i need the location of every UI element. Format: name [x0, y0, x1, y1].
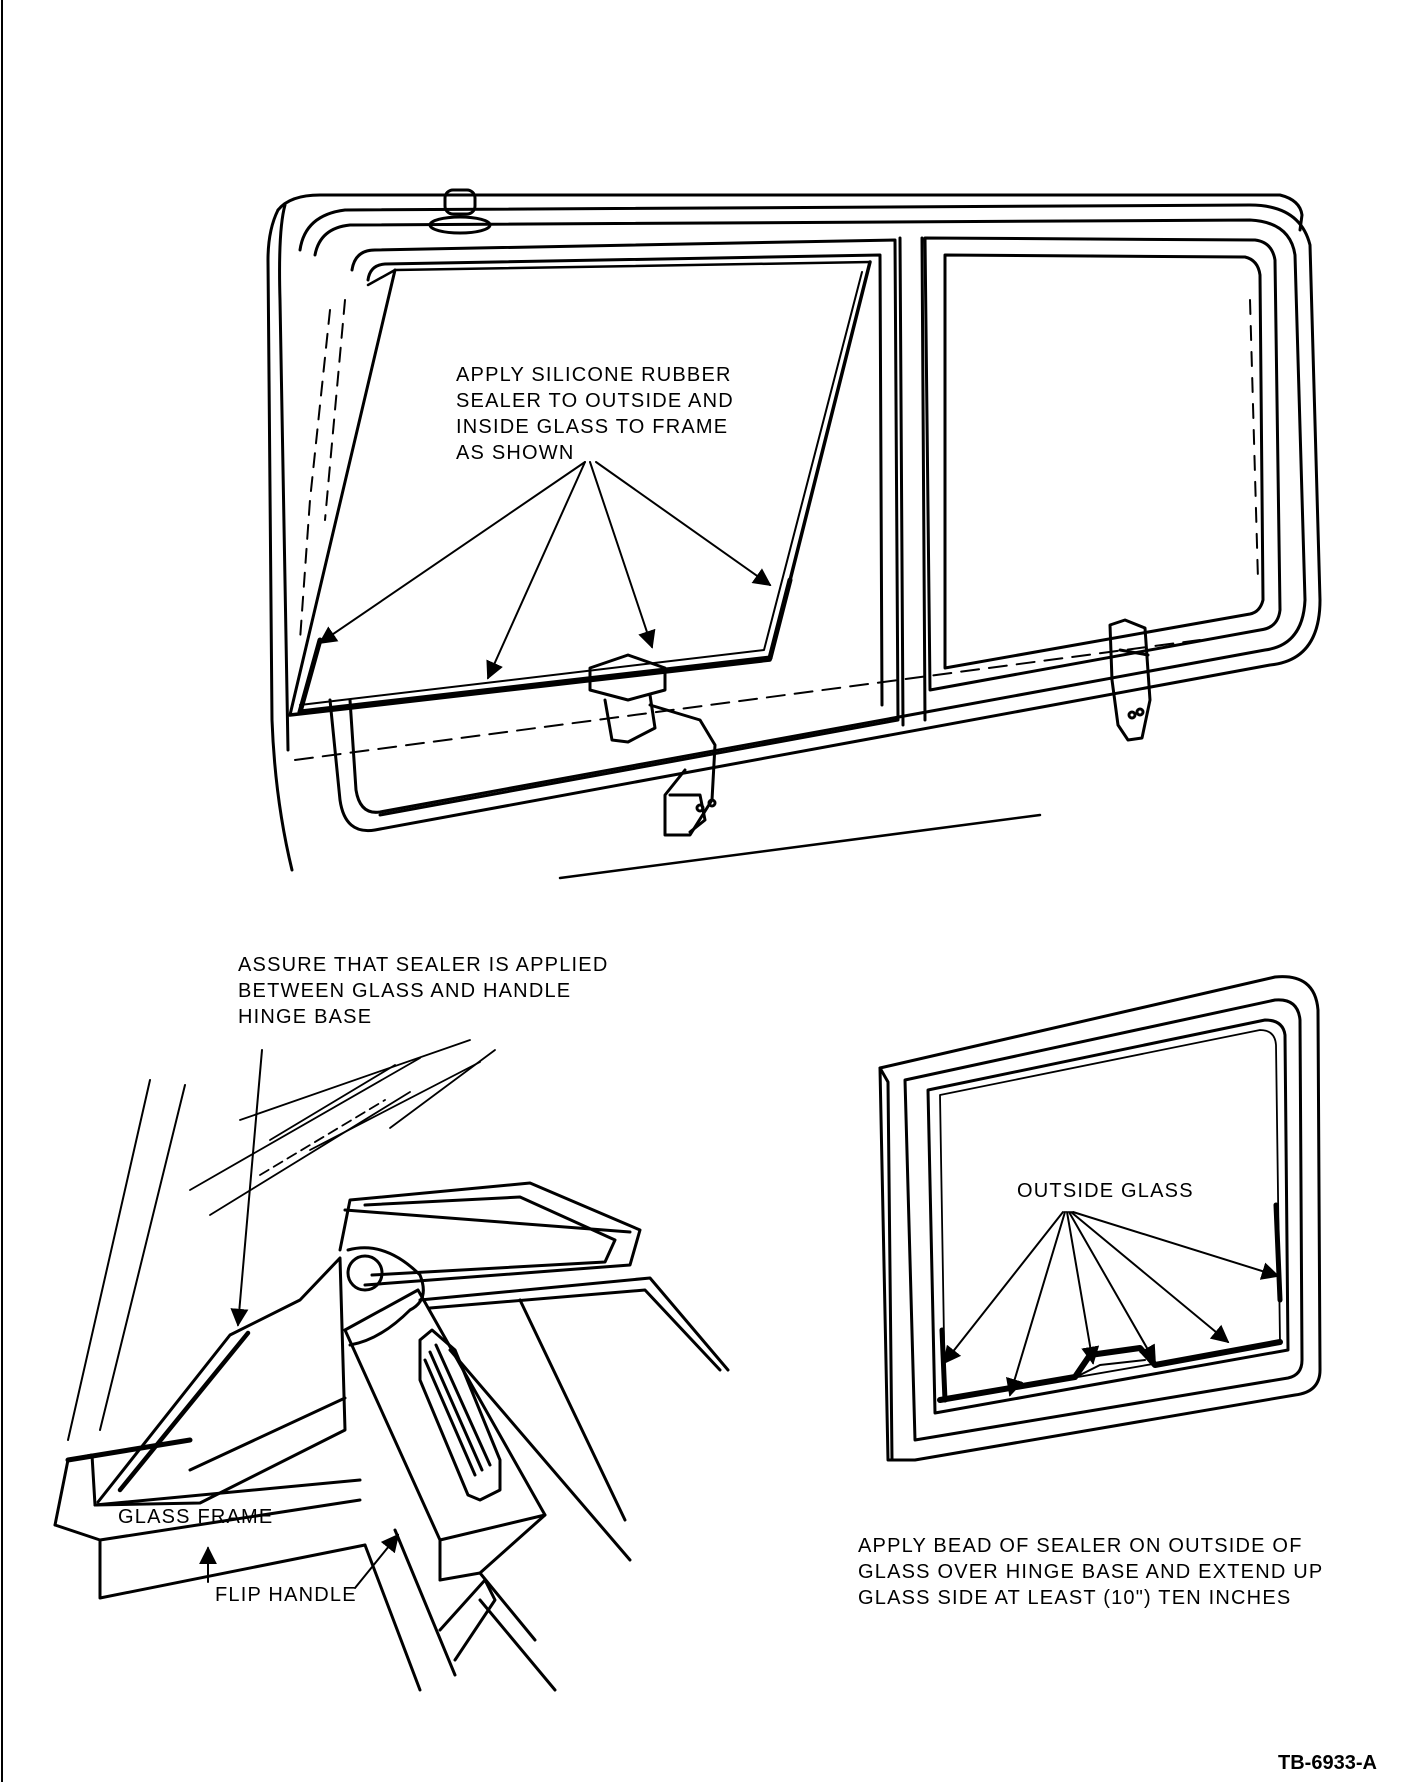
- flip-handle-label: FLIP HANDLE: [215, 1584, 357, 1606]
- assure-sealer-callout: ASSURE THAT SEALER IS APPLIED BETWEEN GL…: [238, 952, 608, 1030]
- outside-glass-label: OUTSIDE GLASS: [1017, 1180, 1194, 1202]
- assure-sealer-line-2: BETWEEN GLASS AND HANDLE: [238, 980, 572, 1002]
- figure-id: TB-6933-A: [1278, 1752, 1377, 1774]
- right-latch-hinge: [1108, 618, 1152, 742]
- bead-of-sealer-callout: APPLY BEAD OF SEALER ON OUTSIDE OF GLASS…: [858, 1533, 1323, 1611]
- assure-sealer-line-1: ASSURE THAT SEALER IS APPLIED: [238, 954, 609, 976]
- silicone-sealer-line-2: SEALER TO OUTSIDE AND: [456, 390, 734, 412]
- silicone-sealer-arrows: [318, 461, 772, 680]
- hinge-detail: [53, 1039, 730, 1692]
- silicone-sealer-line-1: APPLY SILICONE RUBBER: [456, 364, 732, 386]
- bead-of-sealer-line-3: GLASS SIDE AT LEAST (10") TEN INCHES: [858, 1587, 1292, 1609]
- outside-glass-detail: [878, 975, 1322, 1462]
- glass-frame-label: GLASS FRAME: [118, 1506, 274, 1528]
- bead-of-sealer-line-2: GLASS OVER HINGE BASE AND EXTEND UP: [858, 1561, 1324, 1583]
- rear-window-assembly: [266, 188, 1322, 880]
- silicone-sealer-line-3: INSIDE GLASS TO FRAME: [456, 416, 729, 438]
- silicone-sealer-callout: APPLY SILICONE RUBBER SEALER TO OUTSIDE …: [456, 362, 734, 466]
- assure-sealer-line-3: HINGE BASE: [238, 1006, 373, 1028]
- flip-handle-arrow: [354, 1533, 400, 1589]
- left-latch-hinge: [588, 653, 717, 837]
- outside-glass-arrows: [942, 1211, 1280, 1397]
- silicone-sealer-line-4: AS SHOWN: [456, 442, 575, 464]
- assure-sealer-arrow: [230, 1049, 263, 1327]
- bead-of-sealer-line-1: APPLY BEAD OF SEALER ON OUTSIDE OF: [858, 1535, 1303, 1557]
